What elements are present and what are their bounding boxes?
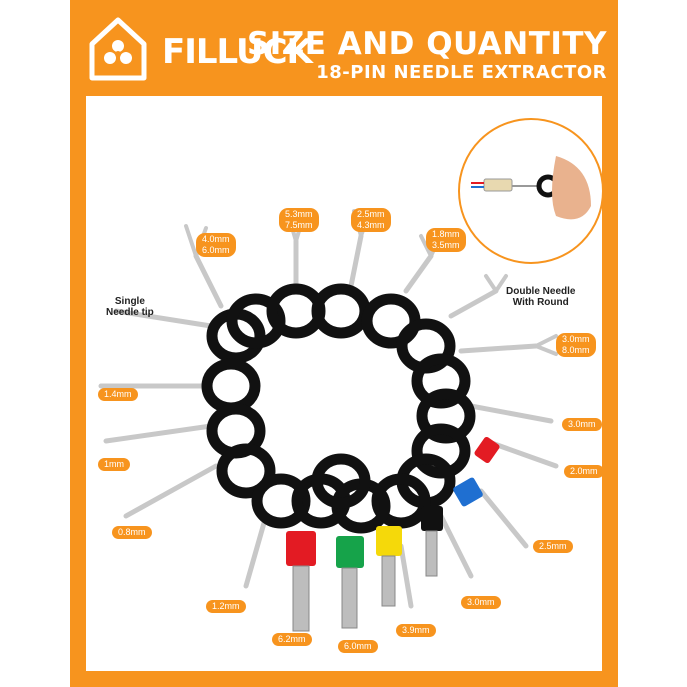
brand-logo-icon [89, 17, 147, 81]
tube-tips [286, 437, 500, 632]
size-label-needle-1: 1mm [98, 458, 130, 471]
size-label-needle-1-2: 1.2mm [206, 600, 246, 613]
size-label-needle-1-4: 1.4mm [98, 388, 138, 401]
size-label-tube-3-9: 3.9mm [396, 624, 436, 637]
size-label-tube-3-0-a: 3.0mm [562, 418, 602, 431]
usage-inset-icon [458, 118, 602, 264]
size-label-tube-2-0: 2.0mm [564, 465, 604, 478]
brand-name: FILLUCK [162, 32, 313, 72]
size-label-tube-3-0-b: 3.0mm [461, 596, 501, 609]
size-label-tube-6-0: 6.0mm [338, 640, 378, 653]
handle-rings [201, 283, 476, 534]
size-label-tube-6-2: 6.2mm [272, 633, 312, 646]
headline: SIZE AND QUANTITY [246, 26, 607, 62]
extractor-tools-illustration [98, 118, 602, 632]
subheadline: 18-PIN NEEDLE EXTRACTOR [316, 62, 607, 83]
size-label-tube-2-5: 2.5mm [533, 540, 573, 553]
size-label-needle-0-8: 0.8mm [112, 526, 152, 539]
